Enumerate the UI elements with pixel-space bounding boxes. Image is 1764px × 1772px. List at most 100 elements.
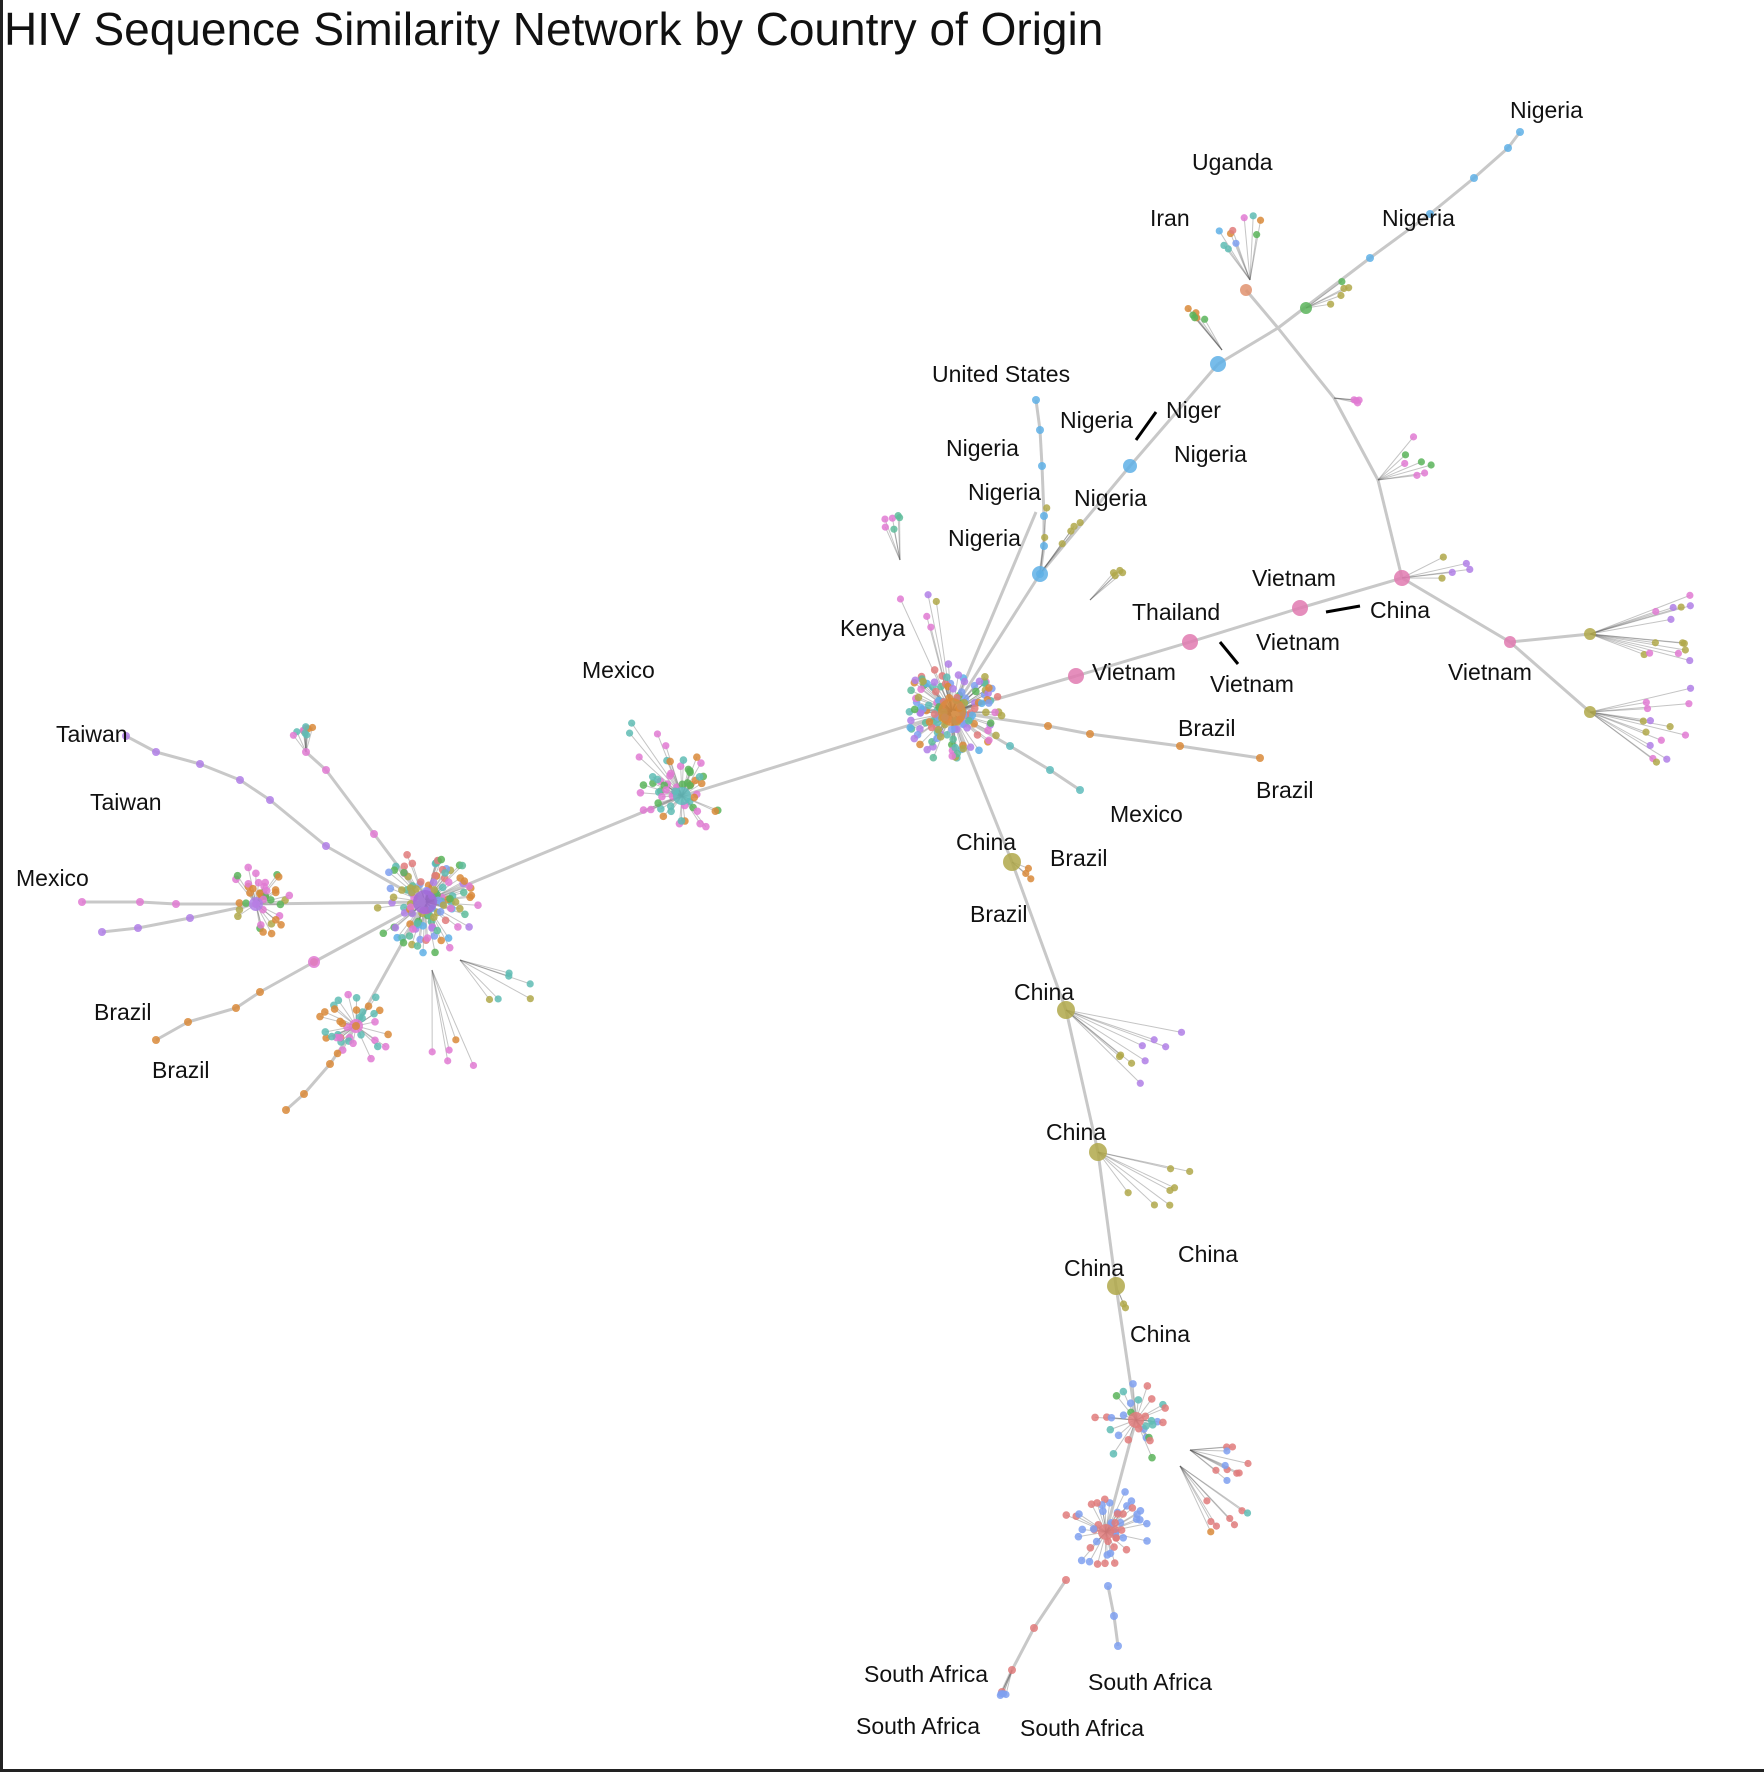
leaf-node [1681, 646, 1689, 654]
network-edge [1000, 1669, 1014, 1693]
hub-member-node [966, 743, 975, 751]
leaf-edge [1065, 1009, 1121, 1056]
leaf-node [303, 731, 311, 739]
hub-member-node [1136, 1506, 1145, 1515]
leaf-node [1220, 241, 1228, 250]
hub-member-node [659, 812, 668, 821]
leaf-node [1223, 1447, 1231, 1455]
leaf-node [1681, 731, 1690, 739]
network-edge [1009, 744, 1051, 772]
hub-member-node [441, 916, 450, 925]
leaf-edge [1195, 312, 1223, 351]
hub-member-node [1121, 1488, 1129, 1496]
hub-member-node [1124, 1436, 1133, 1444]
hub-member-node [1117, 1526, 1126, 1534]
hub-member-node [1099, 1507, 1107, 1516]
lbl-vietnam-4: Vietnam [1448, 659, 1532, 685]
lbl-mexico-2: Mexico [1110, 801, 1183, 827]
hub-member-node [430, 886, 438, 894]
hub-member-node [271, 886, 280, 894]
network-edge [269, 798, 327, 848]
leaf-edge [1589, 633, 1656, 644]
hub-member-node [254, 878, 263, 887]
hub-member-node [277, 920, 285, 929]
leaf-edge [1189, 1449, 1240, 1474]
network-edge [1509, 640, 1591, 714]
leaf-node [1646, 741, 1654, 750]
network-edge [1429, 176, 1475, 216]
chain-node [236, 776, 244, 784]
chain-node [1006, 742, 1014, 750]
vietnam-node [1504, 636, 1516, 648]
leaf-edge [431, 969, 457, 1040]
leaf-edge [1589, 711, 1651, 746]
leaf-edge [1235, 243, 1251, 281]
leaf-edge [1097, 1151, 1171, 1191]
chain-node [1176, 742, 1184, 750]
hub-member-node [234, 912, 242, 921]
leaf-node [1150, 1036, 1158, 1044]
lbl-china-2: China [956, 829, 1016, 855]
leaf-node [1669, 603, 1677, 612]
hub-member-node [647, 805, 655, 814]
leaf-node [1652, 607, 1660, 616]
lbl-brazil-6: Brazil [152, 1057, 210, 1083]
leaf-edge [1249, 234, 1258, 281]
lbl-taiwan-1: Taiwan [56, 721, 128, 747]
leaf-node [1124, 1189, 1132, 1197]
leaf-node [1666, 723, 1674, 731]
hub-member-node [1085, 1557, 1094, 1566]
hub-member-node [679, 756, 688, 764]
leaf-node [485, 995, 494, 1004]
lbl-nigeria-2: Nigeria [1382, 205, 1455, 231]
hub-member-node [997, 711, 1006, 720]
network-edge [1277, 256, 1371, 330]
leaf-edge [431, 969, 474, 1066]
leaf-node [1223, 1476, 1231, 1485]
leaf-edge [431, 969, 449, 1061]
china-node [1584, 628, 1596, 640]
leaf-edge [459, 959, 531, 1000]
hub-member-node [334, 996, 343, 1005]
hub-member-node [1126, 1399, 1135, 1407]
chain-node [1032, 396, 1040, 404]
hub-member-node [400, 868, 408, 877]
hub-member-node [465, 923, 473, 931]
leaf-edge [1189, 1449, 1227, 1452]
hub-member-node [636, 788, 645, 797]
leaf-node [1462, 559, 1470, 568]
leaf-edge [1189, 1449, 1249, 1464]
leaf-node [927, 623, 935, 631]
hub-member-node [257, 921, 265, 929]
chain-node [322, 766, 330, 774]
network-edge [1010, 861, 1068, 1011]
leaf-edge [1589, 711, 1668, 760]
hub-member-node [467, 891, 476, 900]
hub-member-node [1147, 1416, 1156, 1425]
hub-member-node [693, 807, 702, 816]
chain-node [1104, 1582, 1112, 1590]
hub-member-node [932, 687, 940, 696]
leaf-edge [1065, 1009, 1146, 1062]
hub-member-node [982, 708, 990, 717]
chain-node [196, 760, 204, 768]
hub-member-node [985, 699, 993, 707]
hub-member-node [416, 935, 424, 944]
hub-member-node [948, 725, 956, 734]
leaf-edge [1589, 633, 1683, 644]
lbl-china-1: China [1370, 597, 1430, 623]
leaf-node [1639, 717, 1647, 725]
network-edge [1112, 1615, 1120, 1647]
network-edge [139, 900, 177, 906]
hub-member-node [986, 719, 995, 727]
leaf-node [1166, 1186, 1174, 1195]
leaf-edge [1039, 530, 1072, 575]
hub-member-node [1142, 1422, 1150, 1430]
leaf-edge [1005, 1669, 1013, 1695]
hub-member-node [373, 904, 382, 912]
hub-member-node [916, 725, 924, 733]
lbl-nigeria-7: Nigeria [1074, 485, 1147, 511]
leaf-node [1686, 656, 1694, 665]
